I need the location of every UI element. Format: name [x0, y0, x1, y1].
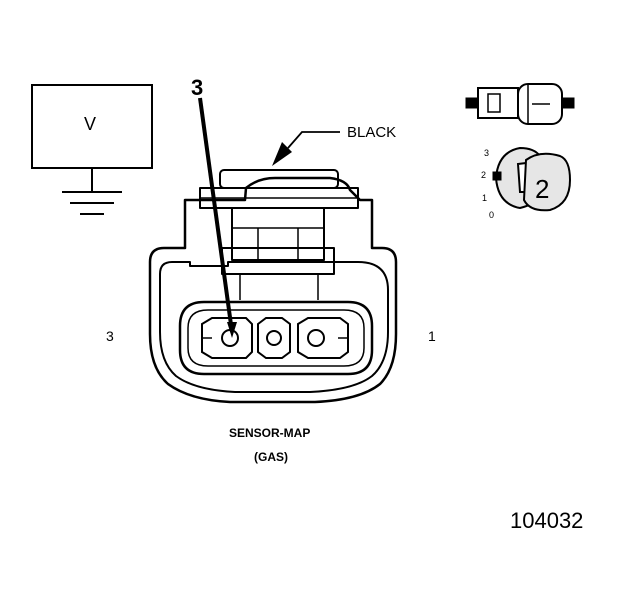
- wire-color-label: BLACK: [347, 124, 397, 141]
- figure-id: 104032: [510, 508, 584, 533]
- connector-name: SENSOR-MAP: [229, 426, 311, 440]
- tool-scale-1: 1: [482, 193, 488, 203]
- terminal-pin-2: [257, 317, 291, 359]
- pin-label-left: 3: [106, 328, 114, 344]
- wire-color-arrow-icon: [272, 131, 340, 166]
- connector-body: [148, 169, 398, 404]
- tool-scale-0: 0: [489, 210, 495, 220]
- ground-symbol-icon: [62, 191, 122, 215]
- test-tool-end-view: [492, 146, 572, 212]
- tool-scale-2: 2: [481, 170, 487, 180]
- probe-lead: [198, 97, 237, 338]
- voltmeter-label: V: [84, 114, 97, 134]
- connector-subname: (GAS): [254, 450, 288, 464]
- terminal-pin-1: [297, 317, 349, 359]
- pin-label-right: 1: [428, 328, 436, 344]
- tool-position-value: 2: [535, 174, 550, 204]
- voltmeter: [31, 84, 153, 215]
- tool-scale-3: 3: [484, 148, 490, 158]
- test-tool-side-view: [465, 83, 575, 125]
- terminal-pin-3: [201, 317, 253, 359]
- callout-pin-number: 3: [191, 75, 204, 100]
